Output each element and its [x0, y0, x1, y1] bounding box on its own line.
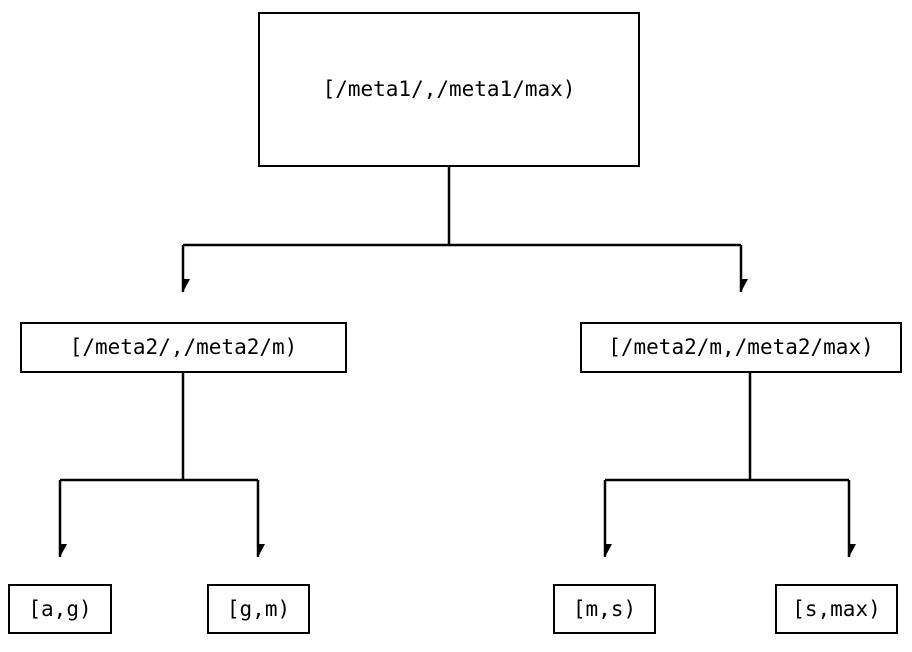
- tree-node-root[interactable]: [/meta1/,/meta1/max): [258, 12, 640, 167]
- tree-node-meta2-high[interactable]: [/meta2/m,/meta2/max): [580, 322, 902, 373]
- tree-node-leaf-ms-label: [m,s): [572, 596, 637, 621]
- tree-node-leaf-gm[interactable]: [g,m): [207, 584, 310, 634]
- tree-node-meta2-low-label: [/meta2/,/meta2/m): [69, 335, 298, 359]
- tree-node-leaf-ms[interactable]: [m,s): [553, 584, 656, 634]
- edge-meta2-low-to-leaf-ag: [58, 373, 258, 557]
- tree-node-leaf-smax-label: [s,max): [792, 596, 881, 621]
- tree-node-meta2-low[interactable]: [/meta2/,/meta2/m): [20, 322, 347, 373]
- tree-node-leaf-ag-label: [a,g): [28, 596, 92, 621]
- tree-node-root-label: [/meta1/,/meta1/max): [322, 77, 576, 101]
- edge-meta2-high-to-leaf-ms: [603, 373, 849, 557]
- edge-root-to-meta2-low: [181, 167, 741, 292]
- tree-node-meta2-high-label: [/meta2/m,/meta2/max): [608, 335, 874, 359]
- tree-node-leaf-ag[interactable]: [a,g): [8, 584, 112, 634]
- tree-node-leaf-gm-label: [g,m): [226, 596, 291, 621]
- tree-node-leaf-smax[interactable]: [s,max): [775, 584, 898, 634]
